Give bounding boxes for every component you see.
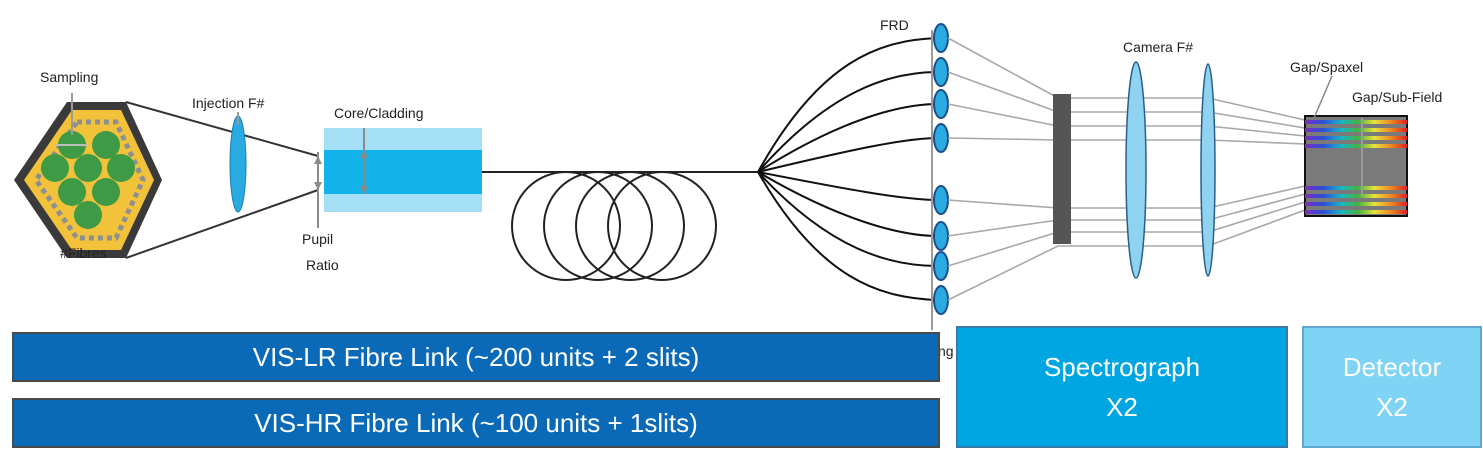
fibre-bundle-hexagon	[14, 93, 162, 258]
detector-box: Detector X2	[1302, 326, 1482, 448]
label-pupil: Pupil	[302, 231, 333, 247]
fibre-fanout	[757, 37, 939, 301]
vis-lr-fibre-link-box: VIS-LR Fibre Link (~200 units + 2 slits)	[12, 332, 940, 382]
fibre-loops	[511, 171, 717, 281]
label-gap-subfield: Gap/Sub-Field	[1352, 89, 1442, 105]
camera-lens-2	[1200, 63, 1216, 277]
detector-count: X2	[1376, 392, 1408, 422]
injection-lens	[229, 115, 247, 213]
vis-hr-fibre-link-label: VIS-HR Fibre Link (~100 units + 1slits)	[254, 407, 698, 438]
label-gap-spaxel: Gap/Spaxel	[1290, 59, 1363, 75]
vis-hr-fibre-link-box: VIS-HR Fibre Link (~100 units + 1slits)	[12, 398, 940, 448]
vis-lr-fibre-link-label: VIS-LR Fibre Link (~200 units + 2 slits)	[252, 341, 700, 372]
microlenses	[933, 23, 949, 315]
fibre-cores	[41, 131, 135, 229]
spectrograph-title: Spectrograph	[1043, 352, 1201, 382]
spectrograph-box: Spectrograph X2	[956, 326, 1288, 448]
label-sampling: Sampling	[40, 69, 98, 85]
core-cladding-block	[314, 128, 482, 228]
camera-lens-1	[1125, 61, 1147, 279]
label-injection: Injection F#	[192, 95, 265, 111]
label-camera: Camera F#	[1123, 39, 1193, 55]
grating	[1053, 94, 1071, 244]
detector-title: Detector	[1342, 352, 1442, 382]
label-frd: FRD	[880, 17, 909, 33]
label-cut-fragment: ng	[938, 343, 954, 359]
spectrograph-count: X2	[1106, 392, 1138, 422]
detector-chip	[1304, 75, 1408, 217]
injection-beam-lines	[125, 101, 319, 259]
label-ratio: Ratio	[306, 257, 339, 273]
label-fibres: #Fibres	[60, 245, 107, 261]
label-core-cladding: Core/Cladding	[334, 105, 424, 121]
